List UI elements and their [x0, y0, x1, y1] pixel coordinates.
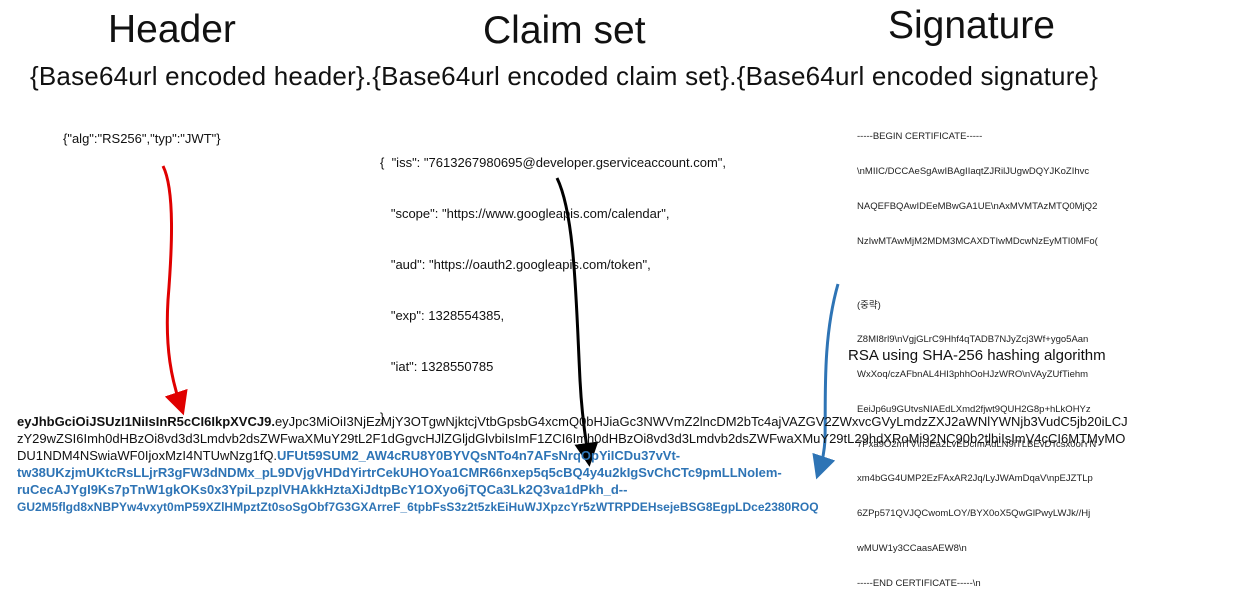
- token-signature-part: tw38UKzjmUKtcRsLLjrR3gFW3dNDMx_pL9DVjgVH…: [17, 465, 782, 480]
- claim-line: }: [380, 410, 385, 425]
- claim-line: "scope": "https://www.googleapis.com/cal…: [380, 206, 670, 221]
- signature-caption: RSA using SHA-256 hashing algorithm: [848, 347, 1106, 364]
- token-line-6: GU2M5flgd8xNBPYw4vxyt0mP59XZlHMpztZt0soS…: [17, 498, 1128, 516]
- cert-line: (중략): [857, 299, 881, 311]
- cert-line: Z8MI8rl9\nVgjGLrC9Hhf4qTADB7NJyZcj3Wf+yg…: [857, 334, 1089, 346]
- signature-arrow: [812, 283, 840, 480]
- token-line-4: tw38UKzjmUKtcRsLLjrR3gFW3dNDMx_pL9DVjgVH…: [17, 464, 1128, 481]
- token-line-3: DU1NDM4NSwiaWF0IjoxMzI4NTUwNzg1fQ.UFUt59…: [17, 447, 1128, 464]
- token-signature-part: GU2M5flgd8xNBPYw4vxyt0mP59XZlHMpztZt0soS…: [17, 500, 819, 514]
- cert-line: WxXoq/czAFbnAL4HI3phhOoHJzWRO\nVAyZUfTie…: [857, 369, 1089, 381]
- claim-set-arrow: [555, 177, 599, 467]
- token-line-2: zY29wZSI6Imh0dHBzOi8vd3d3Lmdvb2dsZWFwaXM…: [17, 430, 1128, 447]
- jwt-formula: {Base64url encoded header}.{Base64url en…: [30, 61, 1099, 91]
- cert-line: -----END CERTIFICATE-----\n: [857, 577, 981, 589]
- claim-set-json: { "iss": "7613267980695@developer.gservi…: [380, 120, 726, 443]
- cert-line: -----BEGIN CERTIFICATE-----: [857, 131, 983, 143]
- cert-line: 7Pxa9O2mTV\nJEa2LvEDcImAdLN9iTLBEvDTcsx0…: [857, 438, 1097, 450]
- arrows-layer: [161, 165, 840, 480]
- cert-line: wMUW1y3CCaasAEW8\n: [857, 542, 967, 554]
- cert-line: EeiJp6u9GUtvsNIAEdLXmd2fjwt9QUH2G8p+hLkO…: [857, 403, 1091, 415]
- token-signature-part: ruCecAJYgI9Ks7pTnW1gkOKs0x3YpiLpzplVHAkk…: [17, 482, 628, 497]
- token-claim-part: DU1NDM4NSwiaWF0IjoxMzI4NTUwNzg1fQ.: [17, 448, 278, 463]
- claim-set-title: Claim set: [483, 9, 646, 52]
- token-claim-part: zY29wZSI6Imh0dHBzOi8vd3d3Lmdvb2dsZWFwaXM…: [17, 431, 1126, 446]
- cert-line: NzIwMTAwMjM2MDM3MCAXDTIwMDcwNzEyMTI0MFo(: [857, 235, 1098, 247]
- cert-line: \nMIIC/DCCAeSgAwIBAgIIaqtZJRilJUgwDQYJKo…: [857, 165, 1090, 177]
- header-json: {"alg":"RS256","typ":"JWT"}: [63, 131, 221, 146]
- cert-line: 6ZPp571QVJQCwomLOY/BYX0oX5QwGlPwyLWJk//H…: [857, 508, 1091, 520]
- cert-line: xm4bGG4UMP2EzFAxAR2Jq/LyJWAmDqaV\npEJZTL…: [857, 473, 1093, 485]
- claim-line: "iat": 1328550785: [380, 359, 494, 374]
- claim-line: "exp": 1328554385,: [380, 308, 505, 323]
- encoded-jwt-token: eyJhbGciOiJSUzI1NiIsInR5cCI6IkpXVCJ9.eyJ…: [17, 413, 1128, 516]
- token-signature-part: UFUt59SUM2_AW4cRU8Y0BYVQsNTo4n7AFsNrqOpY…: [277, 448, 681, 463]
- certificate-text: -----BEGIN CERTIFICATE----- \nMIIC/DCCAe…: [857, 108, 1098, 601]
- signature-title: Signature: [888, 4, 1055, 47]
- header-arrow: [161, 165, 188, 416]
- token-line-1: eyJhbGciOiJSUzI1NiIsInR5cCI6IkpXVCJ9.eyJ…: [17, 413, 1128, 430]
- token-line-5: ruCecAJYgI9Ks7pTnW1gkOKs0x3YpiLpzplVHAkk…: [17, 481, 1128, 498]
- claim-line: "aud": "https://oauth2.googleapis.com/to…: [380, 257, 651, 272]
- header-title: Header: [108, 8, 236, 51]
- token-header-part: eyJhbGciOiJSUzI1NiIsInR5cCI6IkpXVCJ9.: [17, 414, 275, 429]
- cert-line: NAQEFBQAwIDEeMBwGA1UE\nAxMVMTAzMTQ0MjQ2: [857, 200, 1098, 212]
- token-claim-part: eyJpc3MiOiI3NjEzMjY3OTgwNjktcjVtbGpsbG4x…: [274, 414, 1128, 429]
- claim-line: { "iss": "7613267980695@developer.gservi…: [380, 155, 727, 170]
